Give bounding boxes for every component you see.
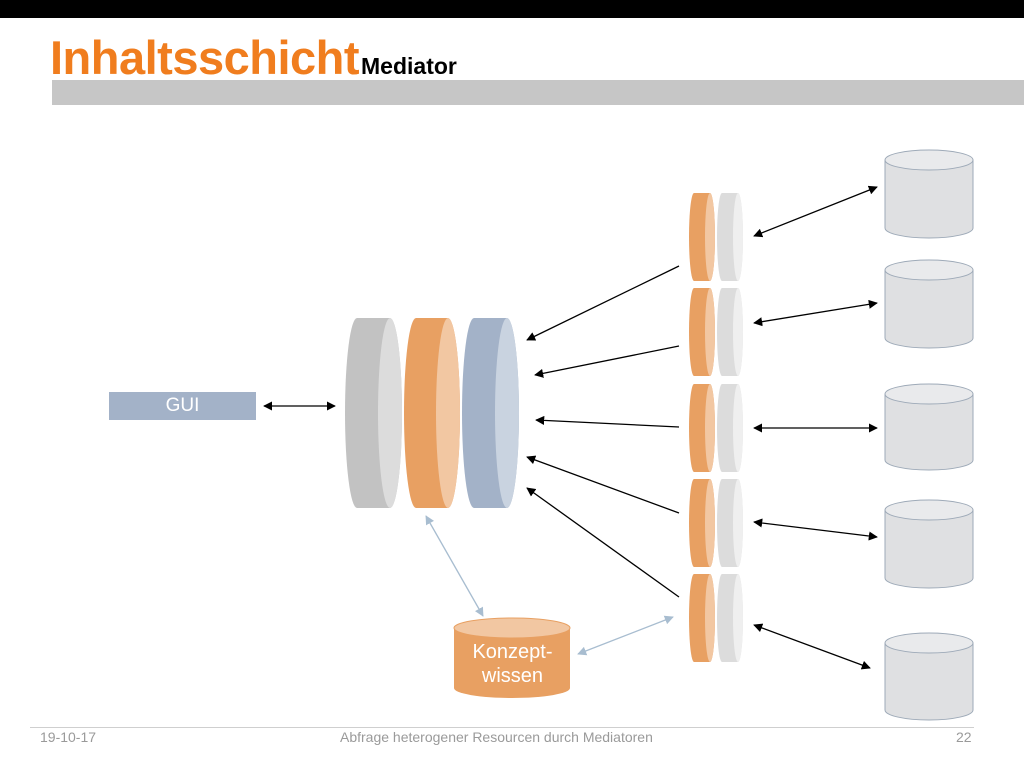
data-source-3 (884, 383, 974, 471)
data-source-1 (884, 149, 974, 239)
knowledge-base-label: Konzept- wissen (454, 640, 571, 688)
footer-page-number: 22 (956, 729, 972, 745)
title-band (52, 80, 1024, 105)
arrow-wrapper3-mediator (535, 415, 680, 428)
title-sub: Mediator (361, 53, 457, 79)
data-source-5 (884, 632, 974, 721)
arrow-wrapper5-source5 (753, 623, 871, 670)
footer-date: 19-10-17 (40, 729, 97, 745)
arrow-wrapper4-mediator (526, 455, 680, 514)
data-source-2 (884, 259, 974, 349)
arrow-knowledge-wrapper (577, 615, 674, 656)
wrapper-stack-1 (689, 193, 743, 281)
wrapper-stack-2 (689, 288, 743, 376)
knowledge-label-line1: Konzept- (472, 641, 553, 663)
data-source-4 (884, 499, 974, 589)
arrow-wrapper5-mediator (526, 487, 680, 598)
slide-title: InhaltsschichtMediator (50, 30, 457, 85)
wrapper-stack-5 (689, 574, 743, 662)
knowledge-base-cylinder (453, 617, 571, 698)
arrow-wrapper2-mediator (534, 345, 680, 378)
gui-box: GUI (109, 392, 256, 420)
top-bar (0, 0, 1024, 18)
mediator-disk-blue (462, 318, 519, 508)
wrapper-stack-3 (689, 384, 743, 472)
title-main: Inhaltsschicht (50, 31, 360, 84)
arrow-wrapper4-source4 (753, 518, 878, 541)
mediator-disk-orange (404, 318, 460, 508)
wrapper-stack-4 (689, 479, 743, 567)
arrow-wrapper1-source1 (753, 185, 878, 238)
footer-title: Abfrage heterogener Resourcen durch Medi… (340, 729, 653, 745)
knowledge-label-line2: wissen (481, 665, 544, 687)
arrow-wrapper1-mediator (526, 265, 680, 341)
footer-divider (30, 727, 974, 728)
mediator-disk-gray (345, 318, 402, 508)
arrow-wrapper2-source2 (753, 299, 878, 327)
arrow-mediator-knowledge (425, 515, 484, 617)
